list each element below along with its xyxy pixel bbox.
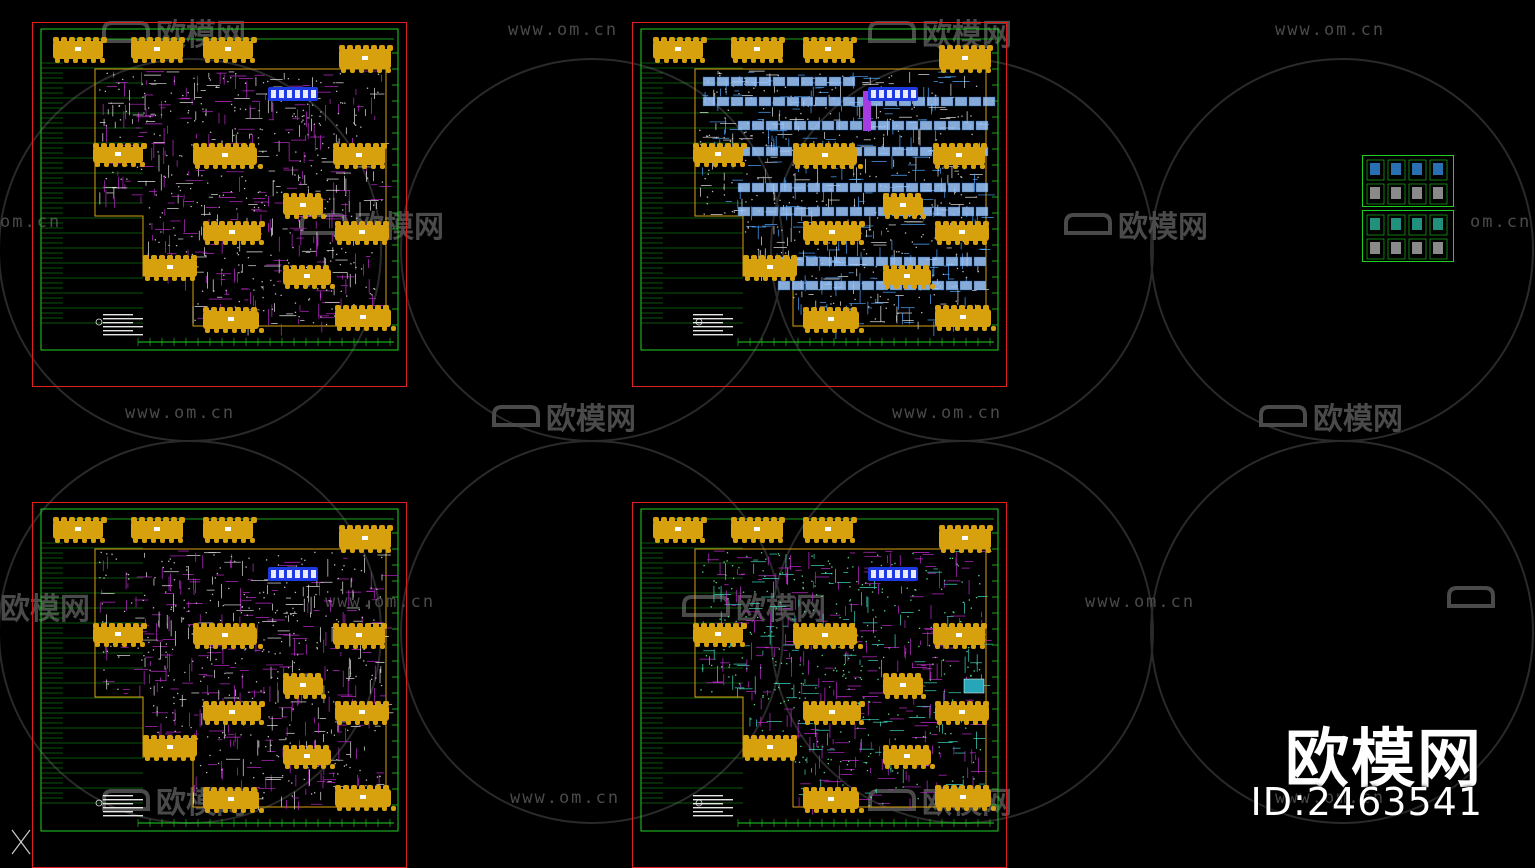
detail-drawing <box>1366 159 1448 205</box>
furniture-cluster <box>803 307 864 333</box>
watermark-url: www.om.cn <box>1275 788 1386 808</box>
watermark-circle <box>1150 58 1534 442</box>
detail-drawing <box>1366 214 1448 260</box>
furniture-cluster <box>143 255 197 281</box>
watermark-url: www.om.cn <box>125 403 236 423</box>
furniture-cluster <box>803 787 864 813</box>
detail-sheet-2[interactable] <box>1362 210 1454 262</box>
watermark-url: om.cn <box>1470 212 1532 232</box>
furniture-cluster <box>203 701 265 725</box>
furniture-cluster <box>339 45 393 73</box>
drawing-sheet-4[interactable] <box>632 502 1007 868</box>
furniture-cluster <box>883 673 926 699</box>
furniture-cluster <box>935 785 996 811</box>
watermark-logo: 欧模网 <box>1257 394 1403 438</box>
furniture-cluster <box>283 265 335 289</box>
furniture-cluster <box>743 735 797 761</box>
detail-sheet-1[interactable] <box>1362 155 1454 207</box>
furniture-cluster <box>693 623 747 647</box>
furniture-cluster <box>743 255 797 281</box>
furniture-cluster <box>203 787 264 813</box>
sofa-logo-icon <box>868 789 916 811</box>
drawing-sheet-2[interactable] <box>632 22 1007 387</box>
watermark-url: www.om.cn <box>510 788 621 808</box>
furniture-cluster <box>283 673 326 699</box>
furniture-cluster <box>333 143 387 169</box>
sofa-logo-icon <box>682 595 730 617</box>
sofa-logo-icon <box>1259 405 1307 427</box>
watermark-url: om.cn <box>0 212 62 232</box>
sofa-logo-icon <box>102 21 150 43</box>
furniture-cluster <box>935 305 996 331</box>
floor-plan-drawing <box>40 508 399 832</box>
furniture-cluster <box>935 701 989 725</box>
furniture-cluster <box>131 517 185 543</box>
watermark-url: www.om.cn <box>508 20 619 40</box>
furniture-cluster <box>53 517 107 543</box>
sofa-logo-icon <box>102 789 150 811</box>
furniture-cluster <box>335 701 389 725</box>
drawing-sheet-3[interactable] <box>32 502 407 868</box>
floor-plan-drawing <box>40 28 399 351</box>
furniture-cluster <box>335 305 396 331</box>
furniture-cluster <box>935 221 989 245</box>
furniture-cluster <box>203 221 265 245</box>
furniture-cluster <box>883 745 935 769</box>
watermark-circle <box>1150 440 1534 824</box>
watermark-logo: 欧模网 <box>490 394 636 438</box>
sofa-logo-icon <box>492 405 540 427</box>
model-id-label: ID:2463541 <box>1250 780 1483 824</box>
furniture-cluster <box>339 525 393 553</box>
furniture-cluster <box>193 143 263 169</box>
furniture-cluster <box>203 37 257 63</box>
watermark-url: www.om.cn <box>1085 592 1196 612</box>
furniture-cluster <box>803 221 865 245</box>
furniture-cluster <box>283 193 326 219</box>
furniture-cluster <box>283 745 335 769</box>
furniture-cluster <box>939 45 993 73</box>
brand-name: 欧模网 <box>1285 723 1483 797</box>
furniture-cluster <box>53 37 107 63</box>
furniture-cluster <box>203 307 264 333</box>
furniture-cluster <box>653 517 707 543</box>
furniture-cluster <box>731 517 785 543</box>
watermark-logo <box>1445 584 1497 610</box>
furniture-cluster <box>883 193 926 219</box>
furniture-cluster <box>653 37 707 63</box>
floor-plan-drawing <box>640 28 999 351</box>
sofa-logo-icon <box>868 21 916 43</box>
furniture-cluster <box>731 37 785 63</box>
ucs-axis-icon <box>11 829 31 855</box>
furniture-cluster <box>883 265 935 289</box>
furniture-cluster <box>793 623 863 649</box>
furniture-cluster <box>803 701 865 725</box>
furniture-cluster <box>793 143 863 169</box>
furniture-cluster <box>693 143 747 167</box>
floor-plan-drawing <box>640 508 999 832</box>
furniture-cluster <box>143 735 197 761</box>
watermark-logo: 欧模网 <box>1062 202 1208 246</box>
furniture-cluster <box>93 143 147 167</box>
furniture-cluster <box>203 517 257 543</box>
sofa-logo-icon <box>1064 213 1112 235</box>
furniture-cluster <box>939 525 993 553</box>
watermark-url: www.om.cn <box>892 403 1003 423</box>
sofa-logo-icon <box>1447 586 1495 608</box>
furniture-cluster <box>933 143 987 169</box>
furniture-cluster <box>803 517 857 543</box>
watermark-url: www.om.cn <box>1275 20 1386 40</box>
furniture-cluster <box>803 37 857 63</box>
furniture-cluster <box>335 785 396 811</box>
furniture-cluster <box>93 623 147 647</box>
furniture-cluster <box>131 37 185 63</box>
drawing-sheet-1[interactable] <box>32 22 407 387</box>
furniture-cluster <box>933 623 987 649</box>
furniture-cluster <box>335 221 389 245</box>
furniture-cluster <box>333 623 387 649</box>
furniture-cluster <box>193 623 263 649</box>
